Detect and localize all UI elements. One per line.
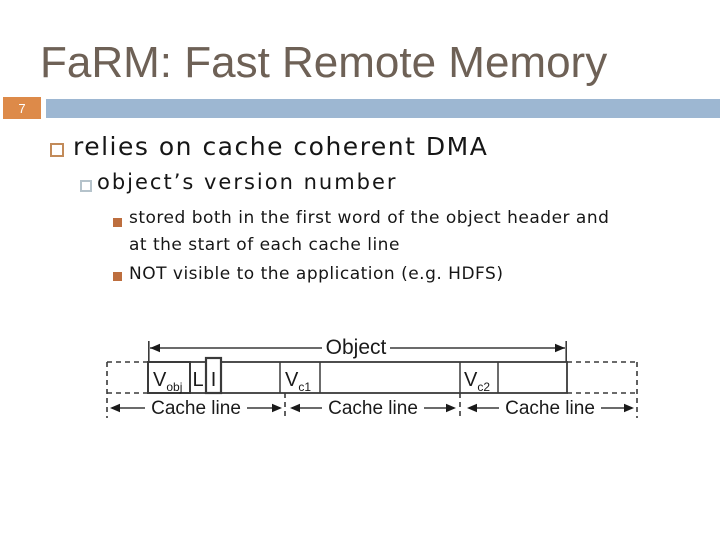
bullet-text-level2: object’s version number [97,170,398,194]
filled-bullet-square-icon [113,272,122,281]
vc1-cell-label: Vc1 [285,369,311,394]
bullet-text-level3-line: NOT visible to the application (e.g. HDF… [129,264,504,284]
vobj-cell-label: Vobj [153,369,182,394]
cache-line-label: Cache line [151,398,241,419]
slide-number-box: 7 [3,97,41,119]
incarnation-cell-box [204,356,223,395]
lock-cell-label: L [192,369,203,391]
cache-line-label: Cache line [505,398,595,419]
vc2-cell-label: Vc2 [464,369,490,394]
incarnation-cell-label: I [211,369,217,391]
slide-number: 7 [18,100,26,116]
bullet-text-level3-line: stored both in the first word of the obj… [129,208,610,228]
bullet-square-icon [50,143,64,157]
page-title: FaRM: Fast Remote Memory [40,38,608,87]
accent-bar [46,99,720,118]
bullet-text-level1: relies on cache coherent DMA [73,132,489,161]
bullet-text-level3-line: at the start of each cache line [129,235,400,255]
sub-bullet-square-icon [80,180,92,192]
cache-line-label: Cache line [328,398,418,419]
cache-boundary-dashed-lines [106,361,638,418]
object-label: Object [326,336,387,359]
arrowheads [110,343,634,413]
filled-bullet-square-icon [113,218,122,227]
memory-layout-diagram: Object Vobj L I Vc1 Vc2 Cache line Cache… [106,335,638,419]
vobj-cell-box [147,361,191,394]
